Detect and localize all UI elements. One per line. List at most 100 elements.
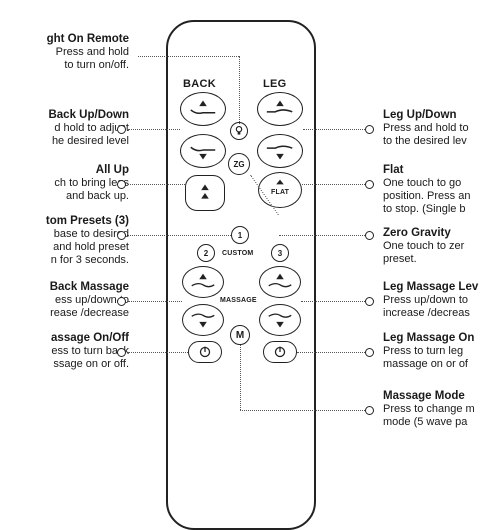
callout-title: Massage Mode bbox=[383, 390, 465, 402]
leg-down-arrow-icon bbox=[266, 145, 293, 160]
callout-massage-on-off: assage On/Off ess to turn back ssage on … bbox=[51, 332, 129, 371]
callout-title: tom Presets (3) bbox=[45, 215, 129, 227]
callout-line: to the desired lev bbox=[383, 135, 467, 147]
leg-up-button[interactable] bbox=[257, 92, 303, 126]
leg-massage-up-button[interactable] bbox=[259, 266, 301, 298]
leader-line bbox=[240, 345, 241, 410]
leader-line bbox=[240, 410, 365, 411]
custom-label: CUSTOM bbox=[222, 250, 254, 257]
callout-leg-massage-on-off: Leg Massage On Press to turn leg massage… bbox=[383, 332, 474, 371]
massage-mode-button[interactable]: M bbox=[230, 325, 250, 345]
callout-line: he desired level bbox=[51, 135, 129, 147]
leg-up-arrow-icon bbox=[266, 100, 293, 113]
callout-line: Press and hold to bbox=[383, 122, 469, 134]
leader-line bbox=[239, 56, 240, 124]
callout-massage-mode: Massage Mode Press to change m mode (5 w… bbox=[383, 390, 475, 429]
callout-line: preset. bbox=[383, 253, 417, 265]
callout-marker bbox=[365, 406, 374, 415]
preset-2-button[interactable]: 2 bbox=[197, 244, 215, 262]
callout-line: increase /decreas bbox=[383, 307, 470, 319]
callout-back-up-down: Back Up/Down d hold to adjust he desired… bbox=[48, 109, 129, 148]
callout-line: Press to turn leg bbox=[383, 345, 464, 357]
leader-line bbox=[128, 184, 185, 185]
back-massage-up-icon bbox=[191, 273, 215, 288]
callout-title: Leg Massage On bbox=[383, 332, 475, 344]
leader-line bbox=[301, 301, 365, 302]
callout-title: Back Up/Down bbox=[48, 109, 129, 121]
flat-label: FLAT bbox=[271, 189, 290, 196]
callout-title: All Up bbox=[95, 164, 129, 176]
leader-line bbox=[128, 301, 182, 302]
callout-marker bbox=[365, 125, 374, 134]
all-up-arrow-icon bbox=[201, 184, 209, 199]
flat-button[interactable]: FLAT bbox=[258, 172, 302, 208]
preset-1-label: 1 bbox=[237, 230, 243, 240]
callout-marker bbox=[117, 125, 126, 134]
zero-gravity-button[interactable]: ZG bbox=[228, 153, 250, 175]
callout-leg-massage-level: Leg Massage Lev Press up/down to increas… bbox=[383, 281, 478, 320]
power-icon bbox=[274, 346, 286, 358]
leg-massage-down-icon bbox=[268, 313, 292, 328]
leg-massage-power-button[interactable] bbox=[263, 341, 297, 363]
all-up-button[interactable] bbox=[185, 175, 225, 211]
callout-line: to turn on/off. bbox=[64, 59, 129, 71]
preset-3-button[interactable]: 3 bbox=[271, 244, 289, 262]
light-bulb-icon bbox=[235, 125, 243, 135]
callout-line: n for 3 seconds. bbox=[50, 254, 129, 266]
callout-marker bbox=[365, 231, 374, 240]
callout-line: Press to change m bbox=[383, 403, 475, 415]
callout-line: ssage on or off. bbox=[53, 358, 129, 370]
callout-line: d hold to adjust bbox=[54, 122, 129, 134]
callout-title: Leg Up/Down bbox=[383, 109, 457, 121]
callout-light: ght On Remote Press and hold to turn on/… bbox=[47, 33, 129, 72]
callout-marker bbox=[117, 180, 126, 189]
leg-massage-down-button[interactable] bbox=[259, 304, 301, 336]
light-button[interactable] bbox=[230, 122, 248, 140]
callout-custom-presets: tom Presets (3) base to desired and hold… bbox=[46, 215, 129, 267]
leader-line bbox=[303, 129, 365, 130]
callout-line: ess to turn back bbox=[51, 345, 129, 357]
callout-line: Press and hold bbox=[55, 46, 129, 58]
back-massage-down-button[interactable] bbox=[182, 304, 224, 336]
callout-line: and back up. bbox=[66, 190, 129, 202]
back-massage-power-button[interactable] bbox=[188, 341, 222, 363]
leader-line bbox=[128, 235, 231, 236]
leg-column-label: LEG bbox=[263, 78, 287, 90]
massage-mode-label: M bbox=[235, 329, 245, 341]
callout-title: assage On/Off bbox=[51, 332, 129, 344]
callout-marker bbox=[117, 231, 126, 240]
callout-marker bbox=[365, 297, 374, 306]
callout-line: and hold preset bbox=[53, 241, 129, 253]
callout-line: rease /decrease bbox=[50, 307, 129, 319]
back-massage-down-icon bbox=[191, 313, 215, 328]
leader-line bbox=[297, 352, 365, 353]
callout-line: One touch to zer bbox=[383, 240, 465, 252]
back-massage-up-button[interactable] bbox=[182, 266, 224, 298]
callout-all-up: All Up ch to bring legs and back up. bbox=[54, 164, 129, 203]
massage-label: MASSAGE bbox=[220, 297, 257, 304]
callout-flat: Flat One touch to go position. Press an … bbox=[383, 164, 470, 216]
preset-3-label: 3 bbox=[277, 248, 283, 258]
back-up-button[interactable] bbox=[180, 92, 226, 126]
leader-line bbox=[128, 129, 180, 130]
callout-line: ch to bring legs bbox=[54, 177, 129, 189]
callout-zero-gravity: Zero Gravity One touch to zer preset. bbox=[383, 227, 464, 266]
callout-marker bbox=[365, 348, 374, 357]
callout-marker bbox=[117, 297, 126, 306]
back-down-button[interactable] bbox=[180, 134, 226, 168]
leg-down-button[interactable] bbox=[257, 134, 303, 168]
callout-line: massage on or of bbox=[383, 358, 468, 370]
callout-line: to stop. (Single b bbox=[383, 203, 466, 215]
callout-line: position. Press an bbox=[383, 190, 471, 202]
leader-line bbox=[128, 352, 188, 353]
back-up-arrow-icon bbox=[190, 100, 216, 115]
callout-line: One touch to go bbox=[383, 177, 462, 189]
callout-title: Zero Gravity bbox=[383, 227, 451, 239]
power-icon bbox=[199, 346, 211, 358]
back-column-label: BACK bbox=[183, 78, 216, 90]
zero-gravity-label: ZG bbox=[233, 159, 245, 169]
leader-line bbox=[279, 235, 365, 236]
back-down-arrow-icon bbox=[190, 146, 216, 160]
preset-1-button[interactable]: 1 bbox=[231, 226, 249, 244]
leader-line bbox=[302, 184, 365, 185]
